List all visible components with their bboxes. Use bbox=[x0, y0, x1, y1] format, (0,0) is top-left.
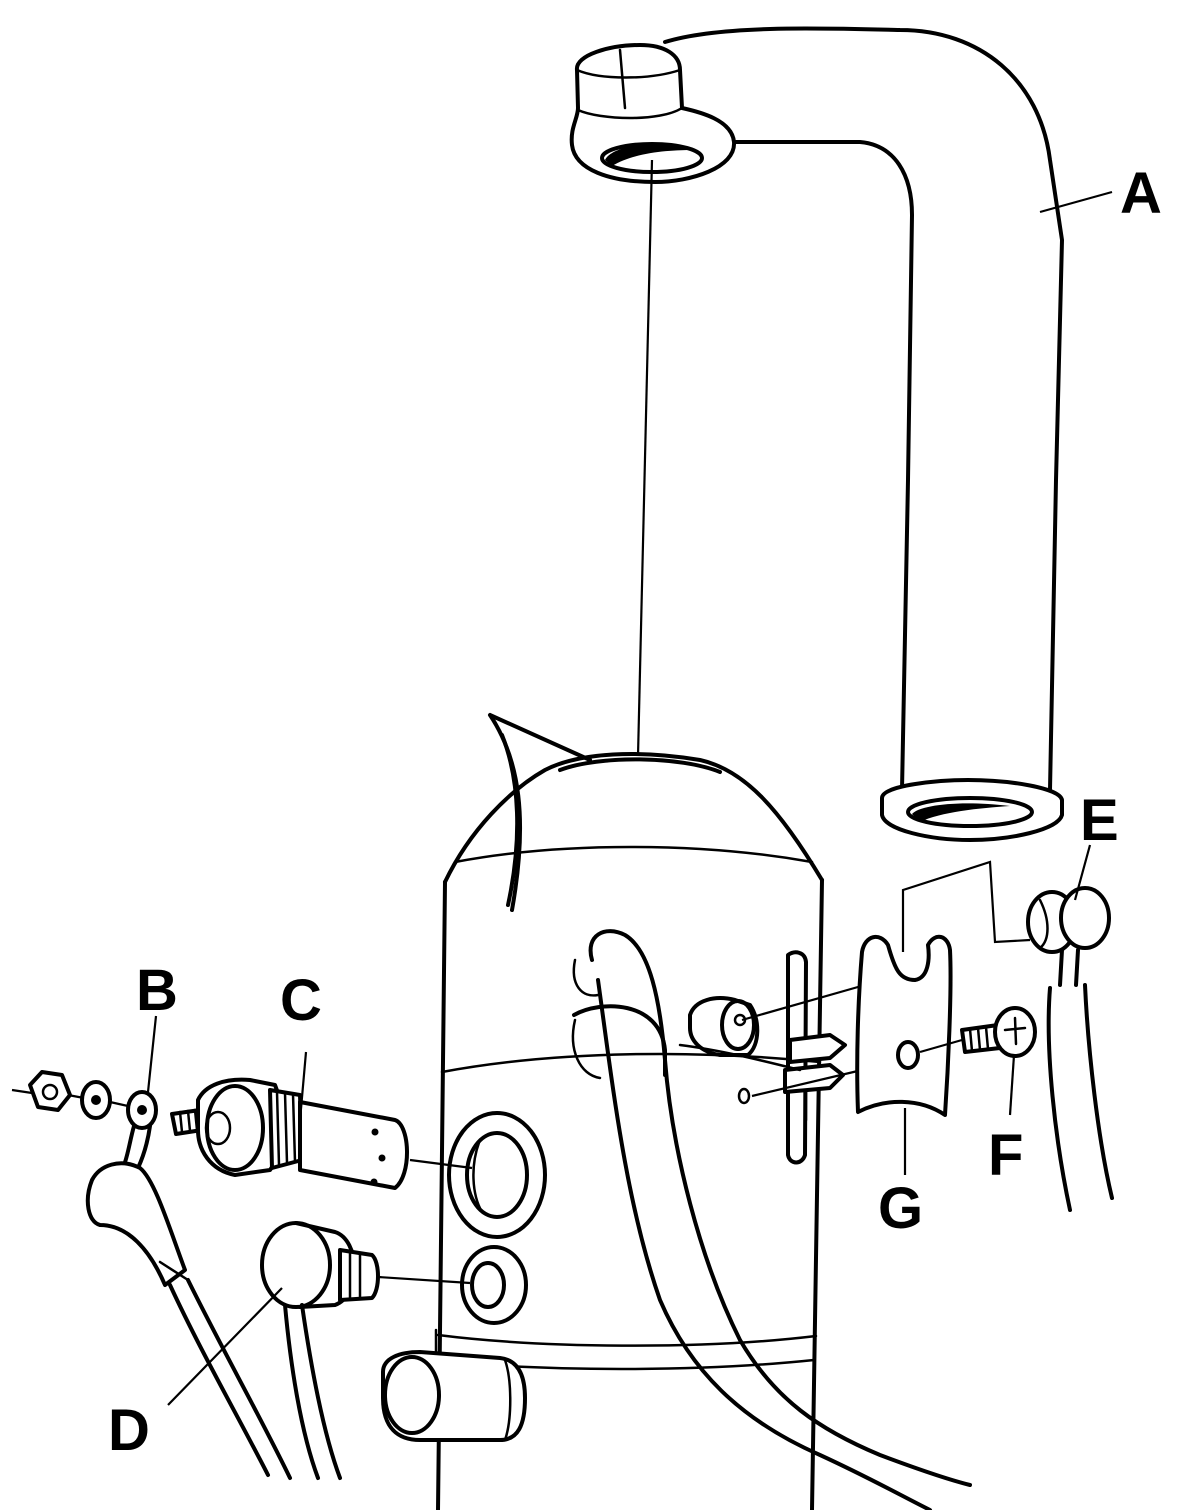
label-g: G bbox=[878, 1176, 923, 1241]
part-g-bracket bbox=[855, 860, 1031, 1117]
label-f: F bbox=[988, 1123, 1023, 1188]
part-e-sensor bbox=[1026, 886, 1114, 1212]
heater-housing bbox=[381, 713, 824, 1510]
coolant-hose bbox=[571, 929, 972, 1510]
label-e: E bbox=[1080, 788, 1119, 853]
leader-a bbox=[1039, 190, 1113, 214]
label-b: B bbox=[136, 958, 178, 1023]
label-leaders bbox=[146, 190, 1113, 1406]
part-c-sensor bbox=[170, 1077, 473, 1190]
clamp-bolt bbox=[678, 950, 866, 1165]
label-d: D bbox=[108, 1398, 150, 1463]
leader-c bbox=[298, 1051, 308, 1121]
leader-b bbox=[146, 1015, 158, 1093]
leader-d bbox=[167, 1287, 283, 1406]
part-f-screw bbox=[919, 1006, 1037, 1058]
label-c: C bbox=[280, 968, 322, 1033]
assembly-line-a bbox=[636, 159, 654, 757]
pipe-a bbox=[569, 26, 1064, 842]
part-d-sensor bbox=[260, 1221, 471, 1480]
leader-e bbox=[1073, 844, 1092, 901]
leader-f bbox=[1008, 1054, 1016, 1116]
label-a: A bbox=[1120, 161, 1162, 226]
part-b-fasteners bbox=[11, 1070, 292, 1480]
